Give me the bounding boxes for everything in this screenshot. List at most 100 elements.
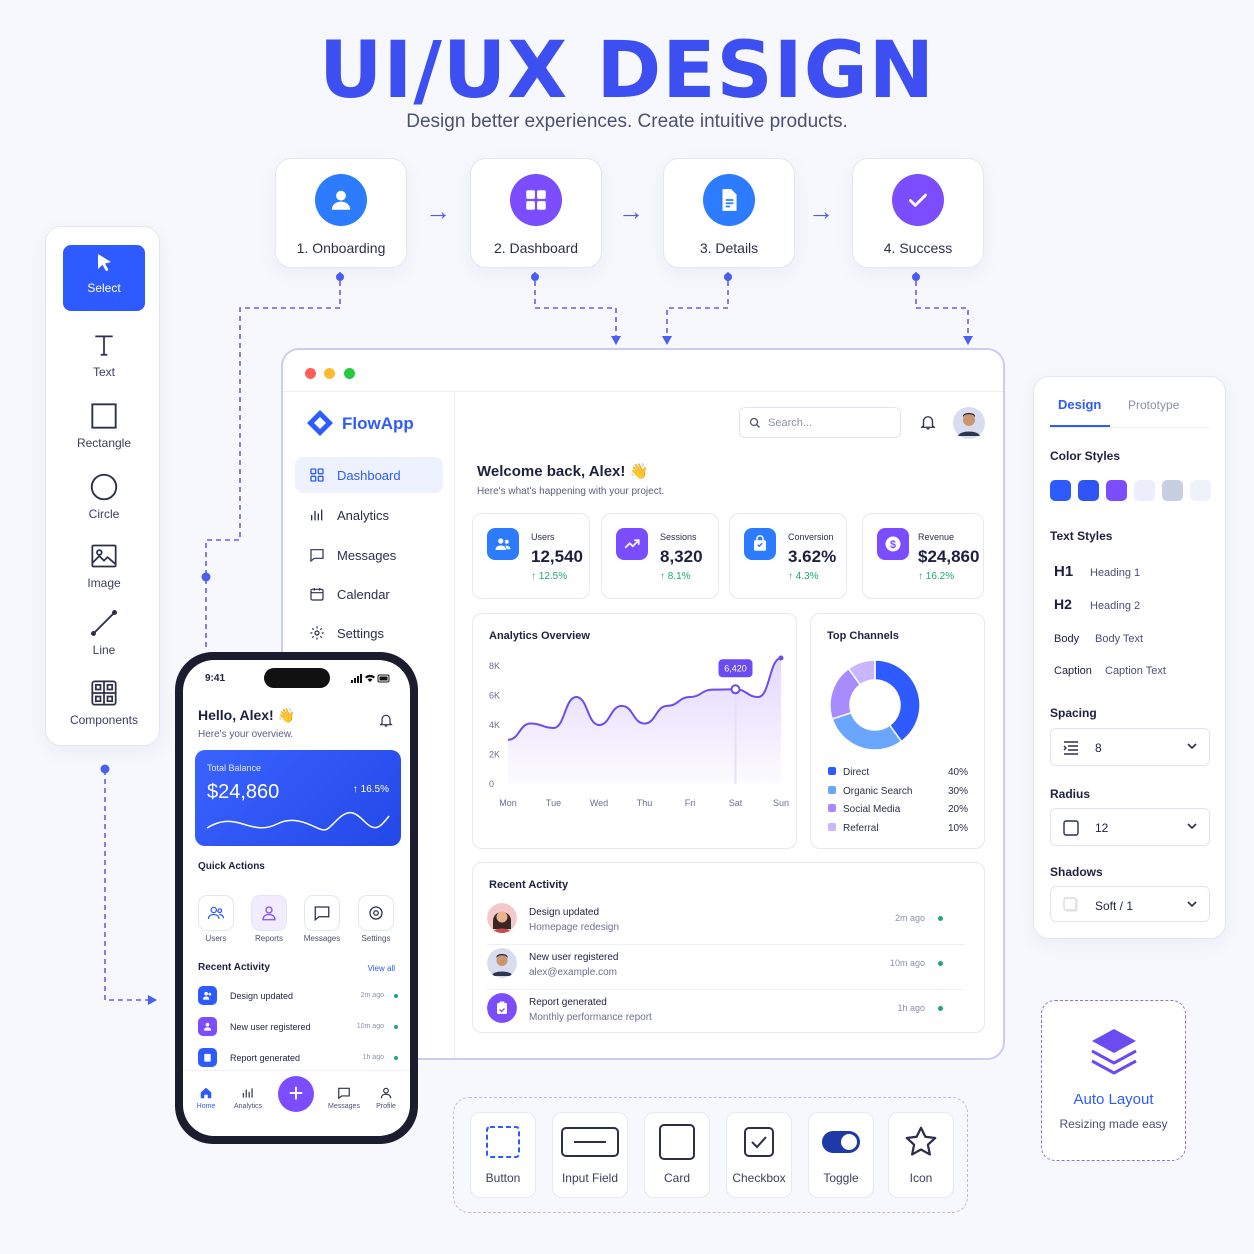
activity-time: 2m ago <box>894 913 925 923</box>
balance-card[interactable]: Total Balance $24,860 ↑ 16.5% <box>195 750 401 846</box>
flow-step-label: 3. Details <box>699 240 759 256</box>
channels-title: Top Channels <box>827 630 899 642</box>
flow-step-onboarding[interactable]: 1. Onboarding <box>275 158 407 268</box>
sidebar-item-calendar[interactable]: Calendar <box>295 576 443 612</box>
component-input-field[interactable]: Input Field <box>552 1112 628 1198</box>
nav-home[interactable]: Home <box>186 1086 226 1110</box>
close-window-button[interactable] <box>305 368 316 379</box>
phone-activity-title: Recent Activity <box>198 962 270 973</box>
nav-profile[interactable]: Profile <box>366 1086 406 1110</box>
sidebar-item-label: Messages <box>337 547 397 563</box>
activity-row[interactable]: Report generated Monthly performance rep… <box>487 991 965 1035</box>
users-icon <box>207 906 225 920</box>
quick-action-messages[interactable] <box>304 895 340 931</box>
bell-icon[interactable] <box>378 711 394 729</box>
component-checkbox[interactable]: Checkbox <box>726 1112 792 1198</box>
component-card[interactable]: Card <box>644 1112 710 1198</box>
spacing-icon <box>1063 741 1078 755</box>
activity-subtext: alex@example.com <box>529 967 617 978</box>
stat-card-conversion[interactable]: Conversion 3.62% ↑ 4.3% <box>729 513 847 599</box>
activity-row[interactable]: Design updated Homepage redesign 2m ago <box>487 901 965 945</box>
shadows-select[interactable]: Soft / 1 <box>1050 886 1210 922</box>
data-point <box>778 655 784 661</box>
quick-action-reports[interactable] <box>251 895 287 931</box>
stat-card-users[interactable]: Users 12,540 ↑ 12.5% <box>472 513 590 599</box>
component-toggle[interactable]: Toggle <box>808 1112 874 1198</box>
tool-line[interactable]: Line <box>63 603 145 669</box>
color-swatch[interactable] <box>1050 480 1071 501</box>
bell-icon[interactable] <box>919 412 937 432</box>
list-item-title: Design updated <box>230 991 294 1001</box>
quick-action-users[interactable] <box>198 895 234 931</box>
pie-slice-0[interactable] <box>874 659 921 743</box>
quick-action-settings[interactable] <box>358 895 394 931</box>
users-icon <box>487 528 519 560</box>
component-label: Icon <box>909 1171 933 1185</box>
stat-value: $24,860 <box>918 547 980 566</box>
auto-layout-card[interactable]: Auto Layout Resizing made easy <box>1041 1000 1186 1161</box>
color-swatch[interactable] <box>1078 480 1099 501</box>
tool-components[interactable]: Components <box>63 673 145 739</box>
highlight-point[interactable] <box>730 684 741 695</box>
list-item[interactable]: Design updated 2m ago <box>198 986 398 1008</box>
component-label: Checkbox <box>732 1171 786 1185</box>
text-style-name: Heading 1 <box>1090 567 1141 579</box>
spacing-select[interactable]: 8 <box>1050 728 1210 766</box>
flow-step-dashboard[interactable]: 2. Dashboard <box>470 158 602 268</box>
shadows-title: Shadows <box>1050 865 1103 879</box>
bar-chart-icon <box>311 509 323 521</box>
view-all-link[interactable]: View all <box>367 964 395 973</box>
tool-image[interactable]: Image <box>63 536 145 602</box>
tab-prototype[interactable]: Prototype <box>1128 398 1180 412</box>
minimize-window-button[interactable] <box>324 368 335 379</box>
sidebar-item-dashboard[interactable]: Dashboard <box>295 457 443 493</box>
list-item[interactable]: New user registered 10m ago <box>198 1017 398 1039</box>
calendar-icon <box>310 588 324 601</box>
pie-slice-3[interactable] <box>847 659 876 686</box>
list-item[interactable]: Report generated 1h ago <box>198 1048 398 1070</box>
component-icon[interactable]: Icon <box>888 1112 954 1198</box>
flow-step-success[interactable]: 4. Success <box>852 158 984 268</box>
text-style-name: Body Text <box>1095 633 1144 645</box>
tool-select[interactable]: Select <box>63 245 145 311</box>
radius-select[interactable]: 12 <box>1050 808 1210 846</box>
tool-rectangle[interactable]: Rectangle <box>63 396 145 462</box>
text-style-name: Caption Text <box>1105 665 1166 677</box>
sidebar-item-analytics[interactable]: Analytics <box>295 497 443 533</box>
avatar[interactable] <box>953 407 985 439</box>
activity-row[interactable]: New user registered alex@example.com 10m… <box>487 946 965 990</box>
nav-analytics[interactable]: Analytics <box>228 1086 268 1110</box>
circle-icon <box>90 473 118 501</box>
tool-text[interactable]: Text <box>63 325 145 391</box>
color-swatch[interactable] <box>1162 480 1183 501</box>
pie-slice-1[interactable] <box>831 711 903 751</box>
tab-design[interactable]: Design <box>1058 397 1102 412</box>
maximize-window-button[interactable] <box>344 368 355 379</box>
component-button[interactable]: Button <box>470 1112 536 1198</box>
list-item-title: New user registered <box>230 1022 311 1032</box>
stat-card-revenue[interactable]: $ Revenue $24,860 ↑ 16.2% <box>862 513 984 599</box>
text-style-h1[interactable]: H1 Heading 1 <box>1054 563 1140 580</box>
add-button[interactable]: + <box>278 1076 314 1112</box>
sidebar-item-messages[interactable]: Messages <box>295 537 443 573</box>
nav-messages[interactable]: Messages <box>324 1086 364 1110</box>
cursor-icon <box>98 254 111 272</box>
flow-step-details[interactable]: 3. Details <box>663 158 795 268</box>
stat-card-sessions[interactable]: Sessions 8,320 ↑ 8.1% <box>601 513 719 599</box>
search-input[interactable]: Search... <box>739 407 901 438</box>
text-style-tag: H1 <box>1054 563 1074 580</box>
tool-circle[interactable]: Circle <box>63 467 145 533</box>
color-swatch[interactable] <box>1106 480 1127 501</box>
components-icon <box>91 680 117 706</box>
sidebar-item-settings[interactable]: Settings <box>295 615 443 651</box>
legend-value: 30% <box>947 785 968 797</box>
color-swatch[interactable] <box>1134 480 1155 501</box>
color-swatch[interactable] <box>1190 480 1211 501</box>
channels-donut-chart[interactable] <box>811 614 986 764</box>
